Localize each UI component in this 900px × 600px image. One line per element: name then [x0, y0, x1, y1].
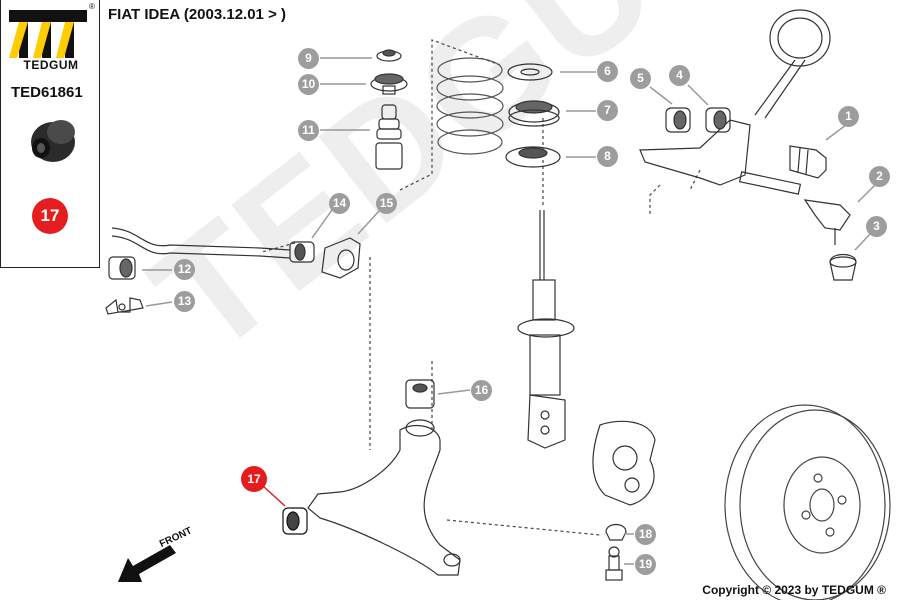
callout-15: 15	[376, 193, 397, 214]
part-6-upper-seat	[507, 63, 553, 81]
callout-6: 6	[597, 61, 618, 82]
part-13-clamp	[105, 297, 144, 315]
callout-4: 4	[669, 65, 690, 86]
brand-name: TEDGUM	[23, 58, 79, 72]
shock-absorber	[517, 210, 575, 449]
part-4-rack-bushing	[705, 107, 731, 133]
part-17-bushing	[282, 507, 308, 535]
callout-1: 1	[838, 106, 859, 127]
part-5-rack-bushing	[665, 107, 691, 133]
part-sidebar: ® TEDGUM TED61861 17	[0, 0, 100, 268]
wheel	[724, 404, 891, 600]
callout-2: 2	[869, 166, 890, 187]
callout-leader-17	[262, 485, 286, 507]
assembly-guide-lines	[261, 39, 701, 536]
part-18-joint-boot	[605, 523, 627, 541]
steering-rack	[639, 119, 751, 186]
callout-3: 3	[866, 216, 887, 237]
copyright-text: Copyright © 2023 by TEDGUM ®	[702, 583, 886, 597]
front-arrow-icon	[118, 545, 176, 582]
part-9-top-cap	[376, 49, 402, 62]
callout-17-highlight: 17	[241, 466, 267, 492]
lower-control-arm	[307, 419, 461, 576]
callout-5: 5	[630, 68, 651, 89]
part-number: TED61861	[11, 84, 83, 101]
part-12-bushing	[108, 256, 136, 280]
part-14-link-bushing	[289, 241, 315, 263]
part-2-tie-rod-end	[803, 199, 851, 245]
callout-11: 11	[298, 120, 319, 141]
steering-column	[754, 9, 831, 119]
coil-spring	[436, 57, 504, 155]
part-19-ball-joint	[605, 546, 623, 581]
registered-mark: ®	[89, 2, 95, 11]
callout-16: 16	[471, 380, 492, 401]
steering-knuckle	[592, 420, 656, 506]
bushing-photo-icon	[31, 120, 75, 162]
callout-leaders	[142, 57, 879, 565]
callout-12: 12	[174, 259, 195, 280]
part-3-joint-boot	[829, 253, 857, 281]
callout-14: 14	[329, 193, 350, 214]
part-7-strut-bearing	[508, 100, 560, 127]
part-1-rack-boot	[789, 145, 827, 179]
callout-13: 13	[174, 291, 195, 312]
callout-18: 18	[635, 524, 656, 545]
callout-19: 19	[635, 554, 656, 575]
callout-9: 9	[298, 48, 319, 69]
tie-rod	[738, 171, 802, 195]
stabilizer-bar	[111, 227, 291, 259]
vehicle-title: FIAT IDEA (2003.12.01 > )	[108, 6, 286, 23]
part-10-bearing-cap	[370, 73, 408, 95]
part-16-rear-bushing	[405, 379, 435, 409]
callout-8: 8	[597, 146, 618, 167]
callout-7: 7	[597, 100, 618, 121]
part-11-dust-boot	[375, 104, 403, 170]
part-15-bracket	[321, 237, 361, 279]
highlight-badge: 17	[32, 198, 68, 234]
tedgum-logo-icon	[9, 10, 87, 58]
part-8-lower-seat	[505, 146, 561, 168]
callout-10: 10	[298, 74, 319, 95]
